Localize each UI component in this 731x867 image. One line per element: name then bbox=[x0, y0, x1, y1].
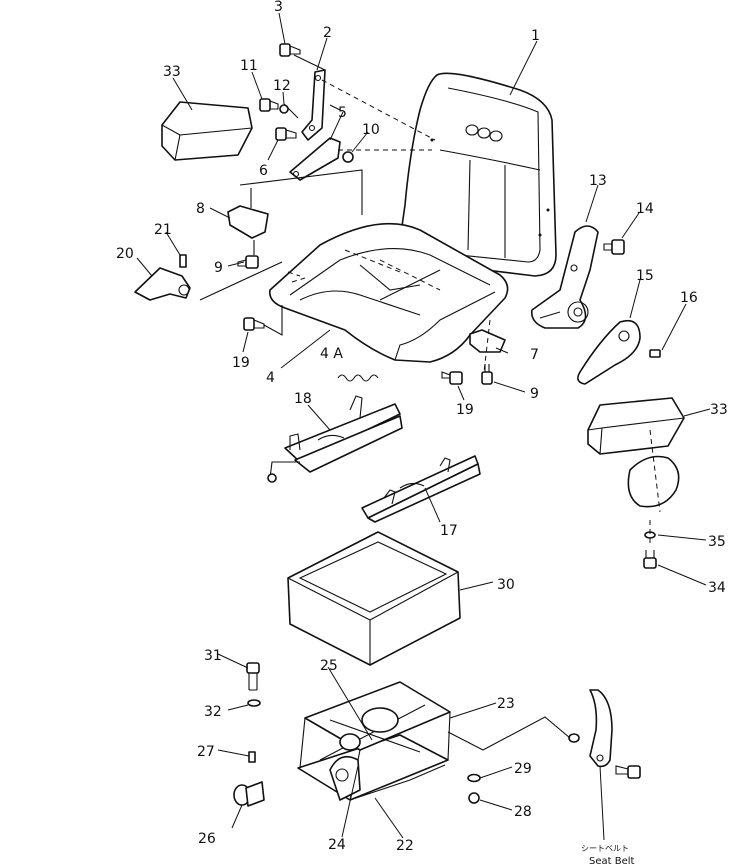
callout-15: 15 bbox=[636, 268, 654, 284]
callout-5: 5 bbox=[338, 105, 347, 121]
latch-20 bbox=[134, 267, 191, 301]
callout-28: 28 bbox=[514, 804, 532, 820]
washer-12 bbox=[279, 104, 289, 114]
bolt-34 bbox=[643, 550, 657, 569]
callout-16: 16 bbox=[680, 290, 698, 306]
callout-2: 2 bbox=[323, 25, 332, 41]
suspension-base bbox=[297, 681, 451, 801]
nut-10 bbox=[342, 151, 354, 163]
callout-33-top: 33 bbox=[163, 64, 181, 80]
pin-27 bbox=[248, 751, 256, 763]
bolt-3 bbox=[279, 43, 301, 57]
callout-9-left: 9 bbox=[214, 260, 223, 276]
bolt-9-right bbox=[481, 364, 493, 385]
armrest-bracket bbox=[627, 455, 680, 508]
callout-8: 8 bbox=[196, 201, 205, 217]
callout-9-right: 9 bbox=[530, 386, 539, 402]
callout-1: 1 bbox=[531, 28, 540, 44]
callout-12: 12 bbox=[273, 78, 291, 94]
callout-7: 7 bbox=[530, 347, 539, 363]
callout-19-right: 19 bbox=[456, 402, 474, 418]
callout-14: 14 bbox=[636, 201, 654, 217]
callout-11: 11 bbox=[240, 58, 258, 74]
callout-4a: 4 A bbox=[320, 346, 343, 362]
logo-mark bbox=[465, 124, 503, 142]
screw-16 bbox=[649, 349, 661, 358]
callout-18: 18 bbox=[294, 391, 312, 407]
armrest-pad-left bbox=[161, 101, 253, 161]
suspension-boot-30 bbox=[287, 531, 461, 666]
washer-32 bbox=[247, 699, 261, 707]
callout-27: 27 bbox=[197, 744, 215, 760]
callout-25: 25 bbox=[320, 658, 338, 674]
slide-rail-17 bbox=[361, 455, 481, 523]
washer-29 bbox=[467, 773, 481, 783]
callout-33-right: 33 bbox=[710, 402, 728, 418]
callout-32: 32 bbox=[204, 704, 222, 720]
callout-19-left: 19 bbox=[232, 355, 250, 371]
callout-13: 13 bbox=[589, 173, 607, 189]
nut-28 bbox=[468, 792, 480, 804]
callout-3: 3 bbox=[274, 0, 283, 15]
slide-rail-18 bbox=[267, 395, 403, 483]
callout-21: 21 bbox=[154, 222, 172, 238]
seat-cushion bbox=[268, 222, 509, 363]
bolt-19-left bbox=[243, 317, 265, 331]
seat-belt-anchor bbox=[568, 689, 641, 779]
pin-21 bbox=[179, 254, 187, 268]
leader-lines bbox=[136, 12, 711, 841]
callout-22: 22 bbox=[396, 838, 414, 854]
bracket-8 bbox=[227, 205, 269, 239]
seat-belt-label-en: Seat Belt bbox=[589, 856, 635, 867]
bolt-11 bbox=[259, 98, 279, 112]
callout-23: 23 bbox=[497, 696, 515, 712]
callout-20: 20 bbox=[116, 246, 134, 262]
knob-26 bbox=[233, 781, 265, 807]
callout-6: 6 bbox=[259, 163, 268, 179]
callout-29: 29 bbox=[514, 761, 532, 777]
seat-belt-label-jp: シートベルト bbox=[581, 844, 629, 853]
recline-lever-13 bbox=[530, 225, 599, 329]
callout-24: 24 bbox=[328, 837, 346, 853]
cover-15 bbox=[577, 319, 641, 385]
bolt-seatbelt bbox=[615, 765, 641, 779]
bolt-9-left bbox=[237, 255, 259, 269]
callout-4: 4 bbox=[266, 370, 275, 386]
callout-26: 26 bbox=[198, 831, 216, 847]
callout-30: 30 bbox=[497, 577, 515, 593]
bolt-14 bbox=[603, 239, 625, 255]
callout-17: 17 bbox=[440, 523, 458, 539]
callout-34: 34 bbox=[708, 580, 726, 596]
bolt-31 bbox=[246, 662, 260, 691]
callout-31: 31 bbox=[204, 648, 222, 664]
callout-10: 10 bbox=[362, 122, 380, 138]
callout-labels: 1 2 3 33 11 12 5 10 6 8 21 20 9 19 4 4 A… bbox=[116, 0, 728, 867]
armrest-pad-right bbox=[587, 397, 685, 455]
bolt-19-right bbox=[441, 371, 463, 385]
callout-35: 35 bbox=[708, 534, 726, 550]
spring-4a bbox=[337, 374, 379, 382]
bolt-6 bbox=[275, 127, 297, 141]
